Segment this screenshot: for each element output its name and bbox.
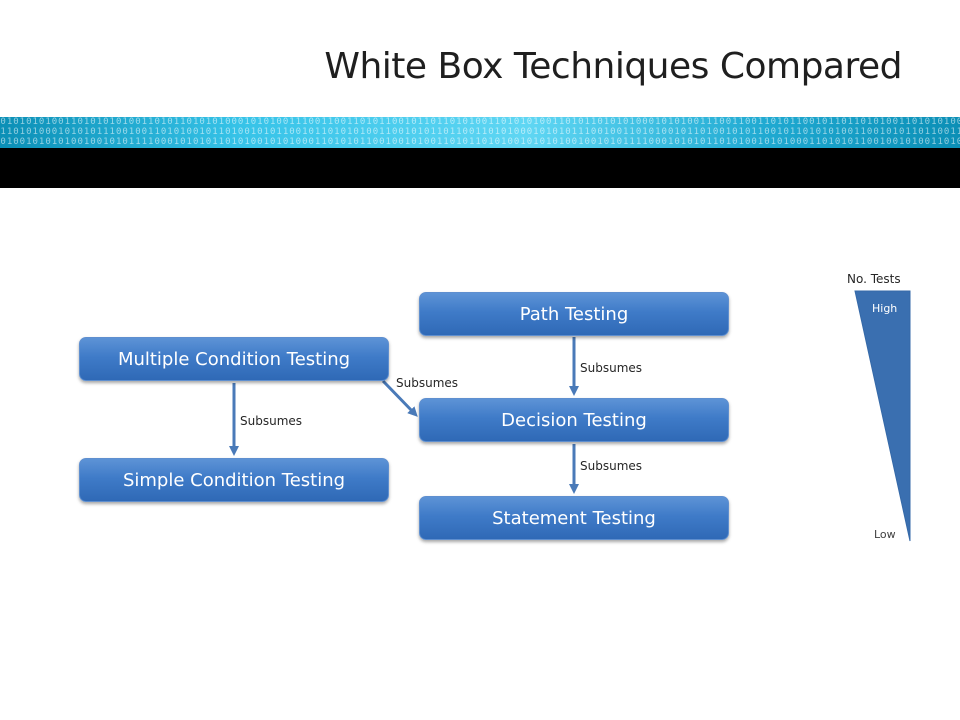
edge-label-decision-statement: Subsumes [580, 459, 643, 473]
multiple-condition-testing-node: Multiple Condition Testing [79, 337, 389, 381]
decision-testing-node: Decision Testing [419, 398, 729, 442]
statement-testing-node: Statement Testing [419, 496, 729, 540]
binary-text-row: 0110101000101010111001001101010010110100… [0, 127, 960, 137]
simple-condition-testing-node: Simple Condition Testing [79, 458, 389, 502]
binary-header-band: 1010101010011010101010011010110101010001… [0, 117, 960, 148]
edge-label-multiple-decision: Subsumes [396, 376, 459, 390]
slide-title: White Box Techniques Compared [324, 46, 902, 87]
test-count-scale-title: No. Tests [847, 272, 901, 286]
binary-text-row: 1010010101010010010101111000101010110101… [0, 137, 960, 147]
header-black-band [0, 148, 960, 188]
binary-text-row: 1010101010011010101010011010110101010001… [0, 117, 960, 127]
path-testing-node: Path Testing [419, 292, 729, 336]
test-count-wedge [854, 290, 911, 542]
edge-label-multiple-simple: Subsumes [240, 414, 303, 428]
scale-high-label: High [872, 302, 898, 315]
edge-label-path-decision: Subsumes [580, 361, 643, 375]
scale-low-label: Low [874, 528, 896, 541]
